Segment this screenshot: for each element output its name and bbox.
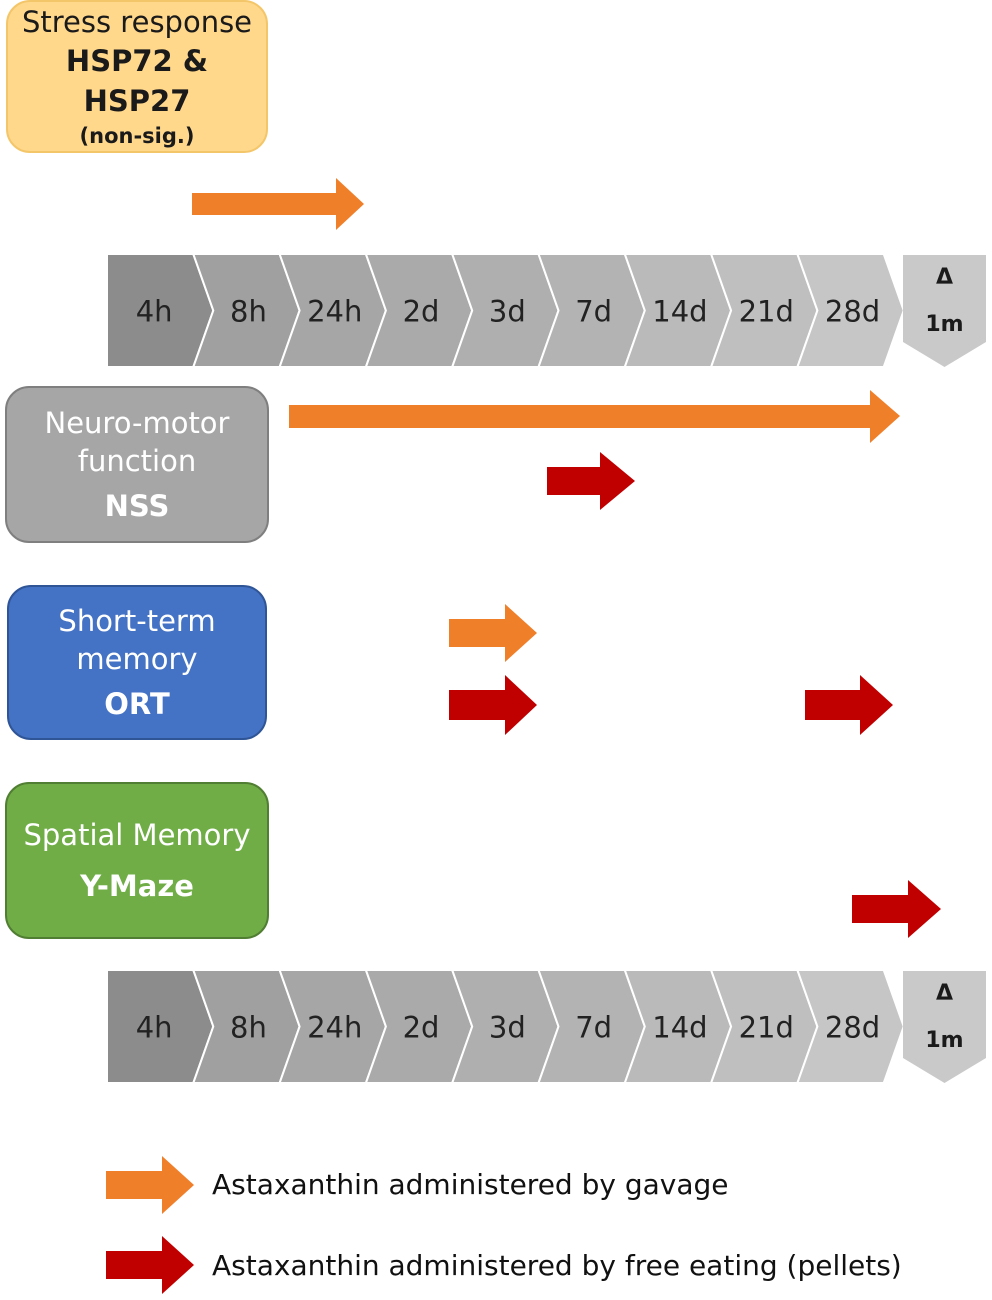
timeline-top: 4h 8h 24h 2d 3d 7d 14d 21d 28d Δ 1m xyxy=(106,253,986,368)
timeline-bottom-label-14d: 14d xyxy=(652,1011,707,1045)
short-term-memory-box: Short-term memory ORT xyxy=(7,585,267,740)
stress-response-measure: HSP72 & HSP27 xyxy=(65,43,209,118)
timeline-top-final-label: 1m xyxy=(925,312,963,337)
spatial-memory-measure: Y-Maze xyxy=(80,868,194,903)
timeline-bottom-label-21d: 21d xyxy=(739,1011,794,1045)
stress-gavage-arrow xyxy=(192,178,364,230)
neuro-motor-box: Neuro-motor function NSS xyxy=(5,386,269,543)
spatial-memory-title: Spatial Memory xyxy=(23,817,251,852)
timeline-bottom-final-delta: Δ xyxy=(936,981,953,1006)
stress-response-title: Stress response xyxy=(21,4,253,39)
stress-response-box: Stress response HSP72 & HSP27 (non-sig.) xyxy=(6,0,268,153)
timeline-top-label-8h: 8h xyxy=(230,295,267,329)
legend-gavage-arrow xyxy=(106,1156,194,1214)
timeline-top-chevron-28d xyxy=(795,253,905,368)
timeline-top-label-28d: 28d xyxy=(825,295,880,329)
neuro-motor-measure: NSS xyxy=(104,488,170,523)
legend-gavage-label: Astaxanthin administered by gavage xyxy=(212,1168,729,1201)
timeline-bottom-final-marker xyxy=(903,971,986,1083)
ort-gavage-arrow xyxy=(449,604,537,662)
timeline-bottom-label-2d: 2d xyxy=(403,1011,440,1045)
timeline-top-label-3d: 3d xyxy=(489,295,526,329)
nss-gavage-arrow xyxy=(289,390,900,443)
short-term-memory-title-line1: Short-term xyxy=(58,603,216,638)
nss-free-eating-arrow xyxy=(547,452,635,510)
timeline-top-label-7d: 7d xyxy=(575,295,612,329)
timeline-bottom-label-8h: 8h xyxy=(230,1011,267,1045)
timeline-top-label-4h: 4h xyxy=(136,295,173,329)
ort-free-eating-arrow-24h xyxy=(449,675,537,735)
legend-free-eating-arrow xyxy=(106,1236,194,1294)
short-term-memory-title-line2: memory xyxy=(76,641,198,676)
neuro-motor-title-line1: Neuro-motor xyxy=(44,405,230,440)
timeline-bottom-final-label: 1m xyxy=(925,1028,963,1053)
timeline-top-label-14d: 14d xyxy=(652,295,707,329)
timeline-bottom-label-3d: 3d xyxy=(489,1011,526,1045)
timeline-top-final-delta: Δ xyxy=(936,265,953,290)
stress-response-note: (non-sig.) xyxy=(79,123,195,148)
timeline-top-label-2d: 2d xyxy=(403,295,440,329)
neuro-motor-title-line2: function xyxy=(77,443,197,478)
timeline-bottom-chevron-28d xyxy=(795,969,905,1084)
timeline-bottom-label-4h: 4h xyxy=(136,1011,173,1045)
timeline-bottom-label-7d: 7d xyxy=(575,1011,612,1045)
ort-free-eating-arrow-1m xyxy=(805,675,893,735)
short-term-memory-measure: ORT xyxy=(104,686,170,721)
timeline-bottom: 4h 8h 24h 2d 3d 7d 14d 21d 28d Δ 1m xyxy=(106,969,986,1084)
timeline-top-label-21d: 21d xyxy=(739,295,794,329)
timeline-top-final-marker xyxy=(903,255,986,367)
timeline-top-label-24h: 24h xyxy=(307,295,362,329)
spatial-memory-box: Spatial Memory Y-Maze xyxy=(5,782,269,939)
legend-free-eating-label: Astaxanthin administered by free eating … xyxy=(212,1249,902,1282)
timeline-bottom-label-24h: 24h xyxy=(307,1011,362,1045)
timeline-bottom-label-28d: 28d xyxy=(825,1011,880,1045)
ymaze-free-eating-arrow xyxy=(852,880,941,938)
